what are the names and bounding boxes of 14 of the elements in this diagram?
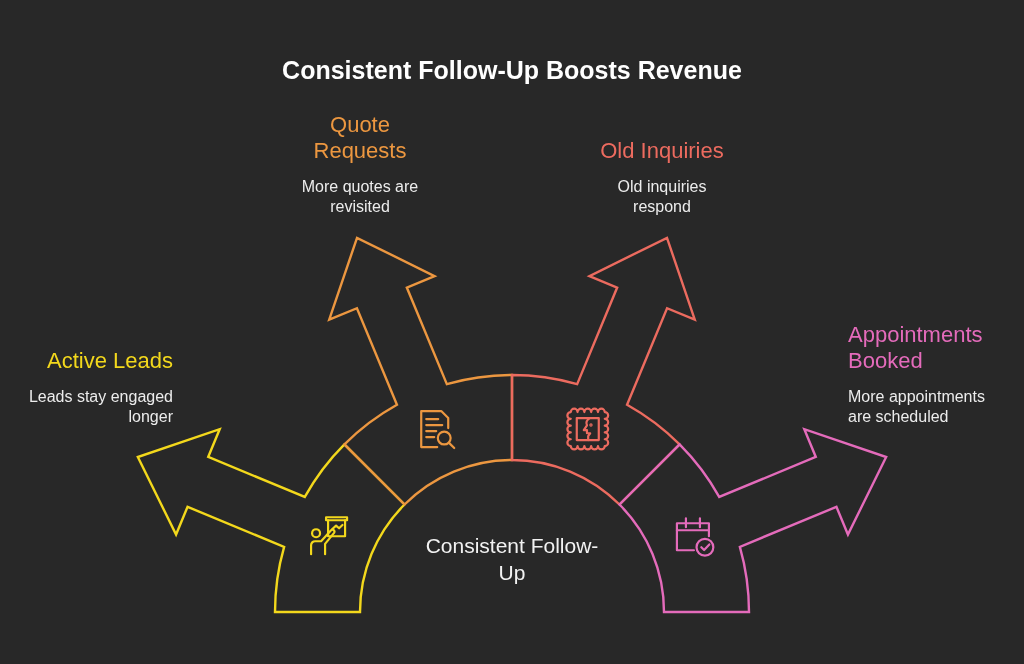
branch-description: Old inquiries respond [616,177,708,217]
arrow-segment [328,236,514,506]
arrow-segment [136,428,406,614]
diagram-title: Consistent Follow-Up Boosts Revenue [281,55,743,85]
hub-label: Consistent Follow-Up [420,532,604,586]
branch-description: Leads stay engaged longer [27,387,173,427]
branch-description: More quotes are revisited [300,177,420,217]
branch-heading: Quote Requests [312,112,408,164]
branch-heading: Old Inquiries [600,138,724,164]
branch-heading: Active Leads [47,348,173,374]
arrow-segment [618,428,888,614]
branch-description: More appointments are scheduled [848,387,986,427]
arrow-segment [510,236,696,506]
branch-heading: Appointments Booked [848,322,984,374]
